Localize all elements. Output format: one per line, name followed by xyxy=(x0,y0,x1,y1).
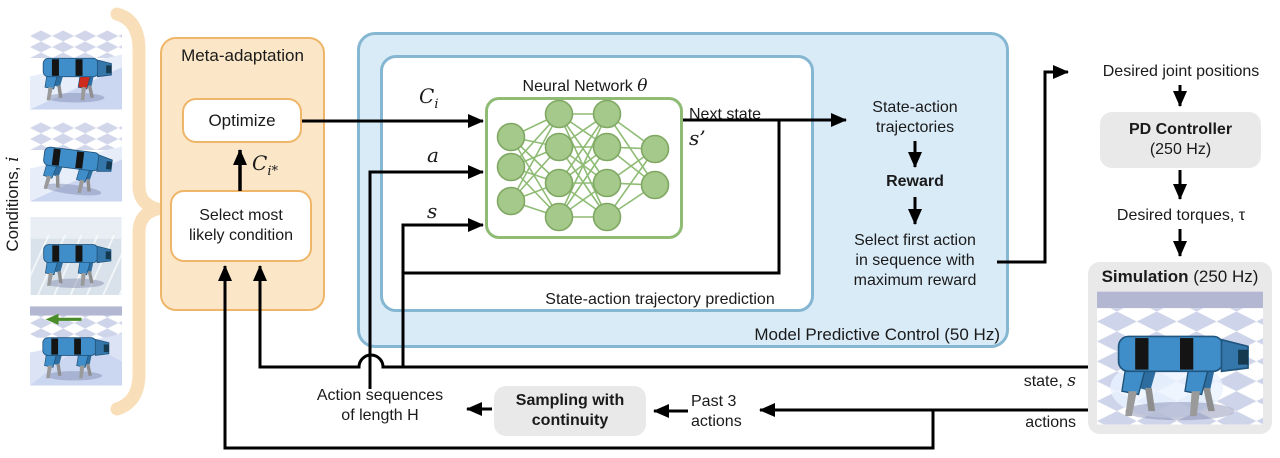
past-3-actions-label: Past 3 actions xyxy=(691,393,742,430)
input-a-label: a xyxy=(427,143,439,167)
input-s-label: s xyxy=(427,199,438,223)
icy-terrain-robot-icon xyxy=(30,217,122,295)
input-c-label: Ci xyxy=(419,84,439,112)
pitched-robot-icon xyxy=(30,122,122,202)
desired-joint-positions-label: Desired joint positions xyxy=(1102,63,1260,80)
action-sequences-label: Action sequences of length H xyxy=(316,387,444,424)
damaged-leg-robot-icon xyxy=(30,28,122,112)
state-action-trajectories-label: State-action trajectories xyxy=(872,99,958,136)
actions-label: actions xyxy=(1025,414,1076,431)
pd-controller-box: PD Controller (250 Hz) xyxy=(1100,112,1261,168)
trajectory-prediction-title: State-action trajectory prediction xyxy=(545,291,775,308)
optimize-label: Optimize xyxy=(208,110,276,130)
neural-network-icon xyxy=(496,99,670,232)
c-star-label: Ci* xyxy=(252,151,278,179)
wind-robot-icon xyxy=(30,306,122,386)
simulation-title: Simulation (250 Hz) xyxy=(1101,267,1259,286)
next-state-var: s’ xyxy=(689,126,706,150)
sampling-continuity-box: Sampling with continuity xyxy=(494,386,646,436)
select-first-action-label: Select first action in sequence with max… xyxy=(853,232,977,289)
conditions-axis-label: Conditions, i xyxy=(3,156,23,252)
simulation-robot-icon xyxy=(1097,290,1263,426)
state-s-label: state, s xyxy=(1023,371,1076,391)
conditions-brace-icon xyxy=(110,7,167,416)
meta-adaptation-box xyxy=(160,37,325,311)
mpc-title: Model Predictive Control (50 Hz) xyxy=(754,325,1000,344)
nn-title: Neural Network θ xyxy=(522,76,648,96)
select-condition-box: Select most likely condition xyxy=(170,190,312,262)
reward-label: Reward xyxy=(886,173,944,190)
desired-torques-label: Desired torques, τ xyxy=(1116,207,1246,224)
next-state-label: Next state xyxy=(689,106,762,123)
optimize-box: Optimize xyxy=(182,98,302,143)
meta-adaptation-title: Meta-adaptation xyxy=(181,46,304,65)
